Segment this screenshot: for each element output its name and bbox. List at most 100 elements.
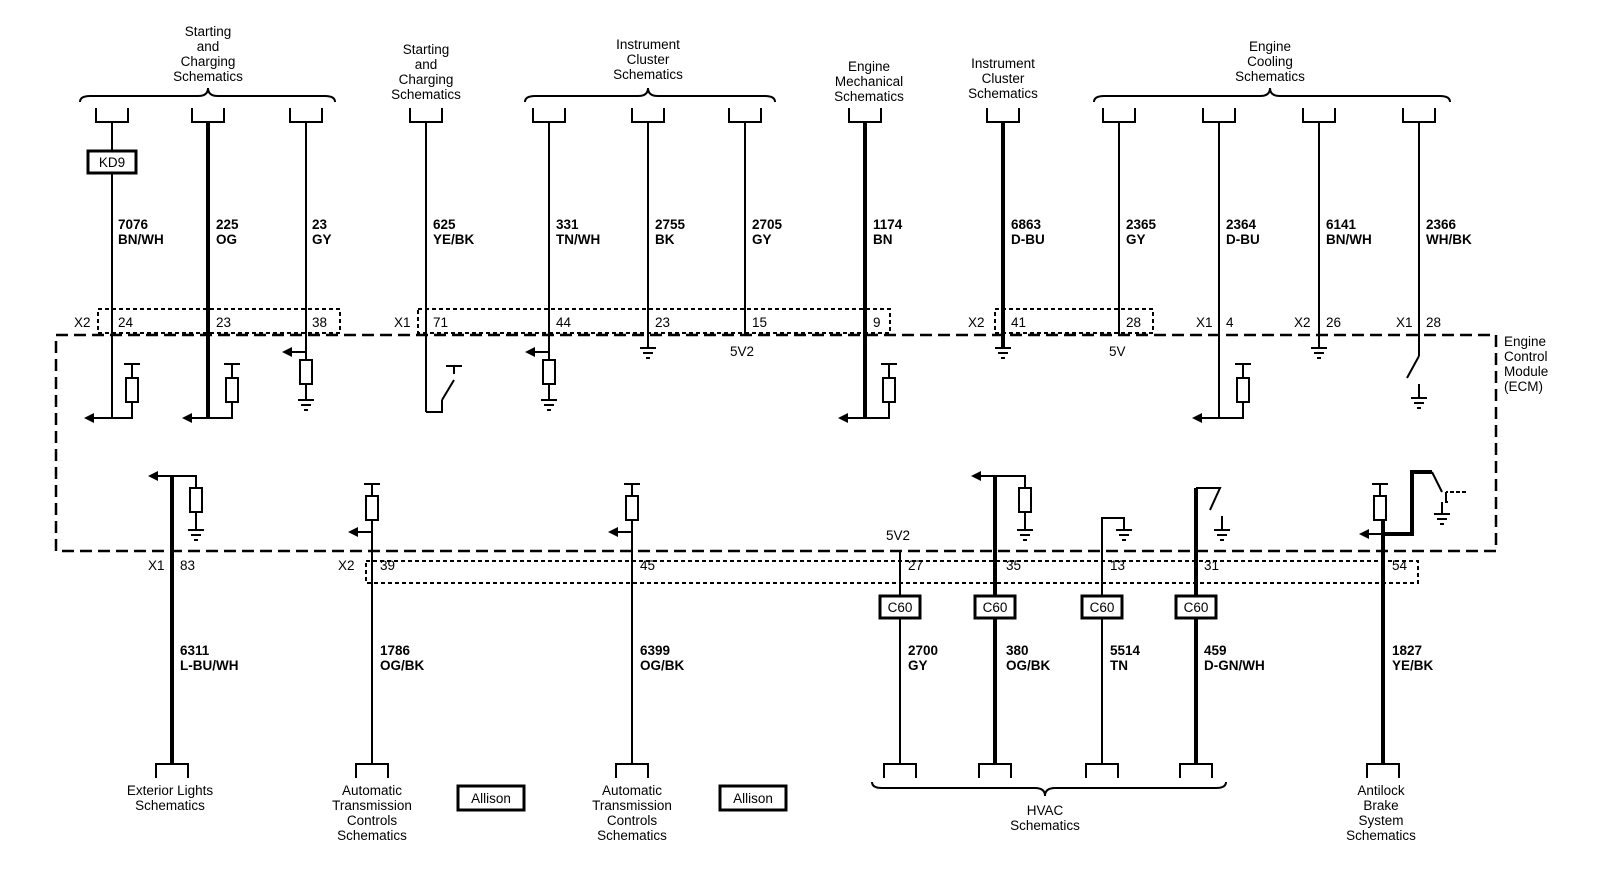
pin-number: 9 — [873, 315, 881, 330]
destination-label-line: Starting — [185, 24, 232, 39]
allison-option-box[interactable]: Allison — [718, 784, 788, 812]
terminal — [1202, 108, 1236, 123]
bottom-destination-b4[interactable]: HVAC Schematics — [1010, 803, 1080, 833]
c60-option-box[interactable]: C60 — [878, 594, 922, 620]
destination-label-line: Schematics — [173, 69, 243, 84]
circuit-number: 2366 — [1426, 217, 1457, 232]
destination-label-line: HVAC — [1027, 803, 1064, 818]
bottom-destination-b5[interactable]: Antilock Brake System Schematics — [1346, 783, 1416, 843]
circuit-number: 625 — [433, 217, 456, 232]
wire-segment — [1101, 517, 1125, 551]
circuit-number: 23 — [312, 217, 328, 232]
pin-number: 38 — [312, 315, 327, 330]
connector-label-x2: X2 — [1294, 315, 1311, 330]
bottom-pin-numbers: 83 39 45 27 35 13 31 54 — [180, 558, 1408, 573]
ecm-label-line: (ECM) — [1504, 379, 1543, 394]
wire-color: OG/BK — [1006, 658, 1051, 673]
top-destination-t3[interactable]: Instrument Cluster Schematics — [613, 37, 683, 82]
resistor — [299, 359, 313, 385]
circuit-number: 5514 — [1110, 643, 1141, 658]
resistor — [1373, 495, 1387, 521]
c60-option-box[interactable]: C60 — [1080, 594, 1124, 620]
terminal — [728, 108, 762, 123]
arrow-head — [84, 413, 94, 423]
c60-option-box[interactable]: C60 — [1174, 594, 1218, 620]
pin-number: 45 — [640, 558, 655, 573]
top-destination-t5[interactable]: Instrument Cluster Schematics — [968, 56, 1038, 101]
top-wires — [111, 122, 1420, 418]
arrow-head — [148, 471, 158, 481]
reference-voltage-tick — [1235, 363, 1251, 378]
resistor — [882, 377, 896, 403]
c60-option-box[interactable]: C60 — [973, 594, 1017, 620]
connector-x2-top-a — [97, 308, 341, 334]
top-terminals — [95, 108, 1436, 123]
destination-label-line: Automatic — [342, 783, 402, 798]
c60-label: C60 — [1184, 600, 1209, 615]
circuit-number: 2705 — [752, 217, 783, 232]
destination-label-line: Controls — [347, 813, 398, 828]
pin-number: 54 — [1392, 558, 1408, 573]
terminal — [191, 108, 225, 123]
connector-label-x1: X1 — [394, 315, 411, 330]
bottom-destination-b2[interactable]: Automatic Transmission Controls Schemati… — [332, 783, 412, 843]
arrow-head — [282, 347, 292, 357]
top-pin-numbers: 24 23 38 71 44 23 15 9 41 28 4 26 28 — [118, 315, 1441, 330]
wire-color: OG/BK — [640, 658, 685, 673]
allison-option-box[interactable]: Allison — [456, 784, 526, 812]
connector-label-x2: X2 — [74, 315, 91, 330]
ground-icon — [1017, 512, 1033, 541]
destination-label-line: Antilock — [1357, 783, 1405, 798]
wire-segment — [112, 402, 133, 419]
ground-icon — [541, 384, 557, 411]
destination-label-line: Schematics — [1235, 69, 1305, 84]
ecm-module-outline — [54, 333, 1498, 553]
bottom-destination-b3[interactable]: Automatic Transmission Controls Schemati… — [592, 783, 672, 843]
destination-label-line: Transmission — [592, 798, 672, 813]
top-destination-t2[interactable]: Starting and Charging Schematics — [391, 42, 461, 102]
terminal — [355, 763, 389, 778]
bottom-wires — [170, 551, 1385, 764]
top-destination-t4[interactable]: Engine Mechanical Schematics — [834, 59, 904, 104]
destination-label-line: Transmission — [332, 798, 412, 813]
circuit-number: 7076 — [118, 217, 149, 232]
bottom-connector-labels: X1 X2 — [148, 558, 355, 573]
arrow-head — [1192, 413, 1202, 423]
terminal — [978, 763, 1012, 778]
connector-label-x1: X1 — [1196, 315, 1213, 330]
c60-label: C60 — [888, 600, 913, 615]
circuit-number: 6141 — [1326, 217, 1357, 232]
resistor — [625, 495, 639, 521]
wire-segment — [426, 400, 443, 413]
reference-voltage-tick — [364, 483, 380, 496]
top-destination-t6[interactable]: Engine Cooling Schematics — [1235, 39, 1305, 84]
bottom-terminals — [155, 763, 1400, 778]
terminal — [155, 763, 189, 778]
resistor — [225, 377, 239, 403]
destination-label-line: Charging — [399, 72, 454, 87]
destination-label-line: Schematics — [1346, 828, 1416, 843]
destination-label-line: Schematics — [834, 89, 904, 104]
pin-number: 28 — [1126, 315, 1141, 330]
terminal — [631, 108, 665, 123]
wire-color: TN — [1110, 658, 1128, 673]
terminal — [883, 763, 917, 778]
wire-color: D-GN/WH — [1204, 658, 1265, 673]
terminal — [1085, 763, 1119, 778]
destination-label-line: Charging — [181, 54, 236, 69]
connector-label-x1: X1 — [148, 558, 165, 573]
reference-voltage-tick — [624, 483, 640, 496]
wire-color: GY — [752, 232, 772, 247]
reference-voltage-label: 5V — [1109, 344, 1126, 359]
destination-label-line: System — [1358, 813, 1403, 828]
destination-label-line: Instrument — [616, 37, 680, 52]
pin-number: 35 — [1006, 558, 1021, 573]
kd9-option-box[interactable]: KD9 — [86, 149, 138, 175]
destination-label-line: Automatic — [602, 783, 662, 798]
bottom-destination-b1[interactable]: Exterior Lights Schematics — [127, 783, 214, 813]
pin-number: 13 — [1110, 558, 1125, 573]
brace — [871, 781, 1227, 797]
reference-voltage-tick — [124, 363, 140, 378]
top-destination-t1[interactable]: Starting and Charging Schematics — [173, 24, 243, 84]
wire-segment — [1219, 402, 1244, 419]
